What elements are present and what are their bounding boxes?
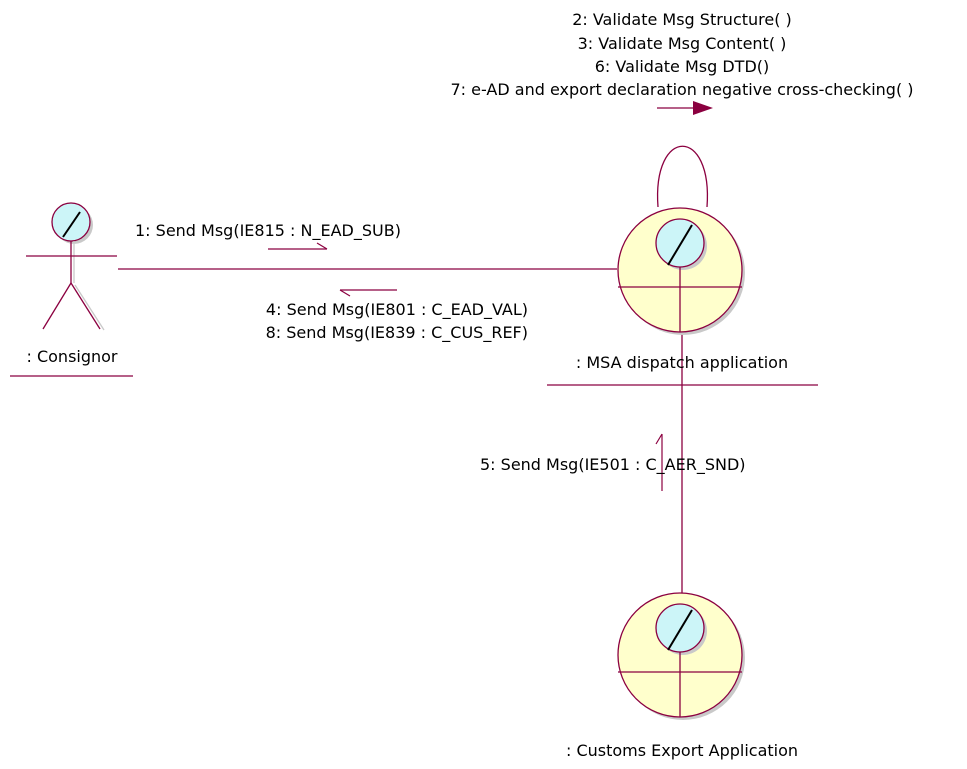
consignor-label: : Consignor [26, 347, 118, 366]
self-message-arrow [657, 101, 713, 115]
message-8-label: 8: Send Msg(IE839 : C_CUS_REF) [265, 323, 528, 342]
message-5-label: 5: Send Msg(IE501 : C_AER_SND) [480, 455, 746, 474]
self-link-loop [657, 145, 708, 208]
message-4-8-arrow [339, 289, 397, 297]
consignor-actor[interactable] [10, 202, 133, 377]
msa-dispatch-object[interactable] [547, 207, 818, 386]
customs-export-object[interactable] [617, 592, 746, 721]
message-1-arrow [268, 242, 328, 250]
customs-export-label: : Customs Export Application [565, 741, 799, 760]
self-message-label-2: 2: Validate Msg Structure( ) [572, 10, 792, 29]
self-message-label-6: 6: Validate Msg DTD() [594, 57, 770, 76]
message-5-arrow [655, 433, 663, 491]
message-4-label: 4: Send Msg(IE801 : C_EAD_VAL) [265, 300, 528, 319]
self-message-label-7: 7: e-AD and export declaration negative … [450, 80, 914, 99]
msa-dispatch-label: : MSA dispatch application [575, 353, 789, 372]
message-1-label: 1: Send Msg(IE815 : N_EAD_SUB) [135, 221, 401, 240]
self-message-label-3: 3: Validate Msg Content( ) [577, 34, 787, 53]
